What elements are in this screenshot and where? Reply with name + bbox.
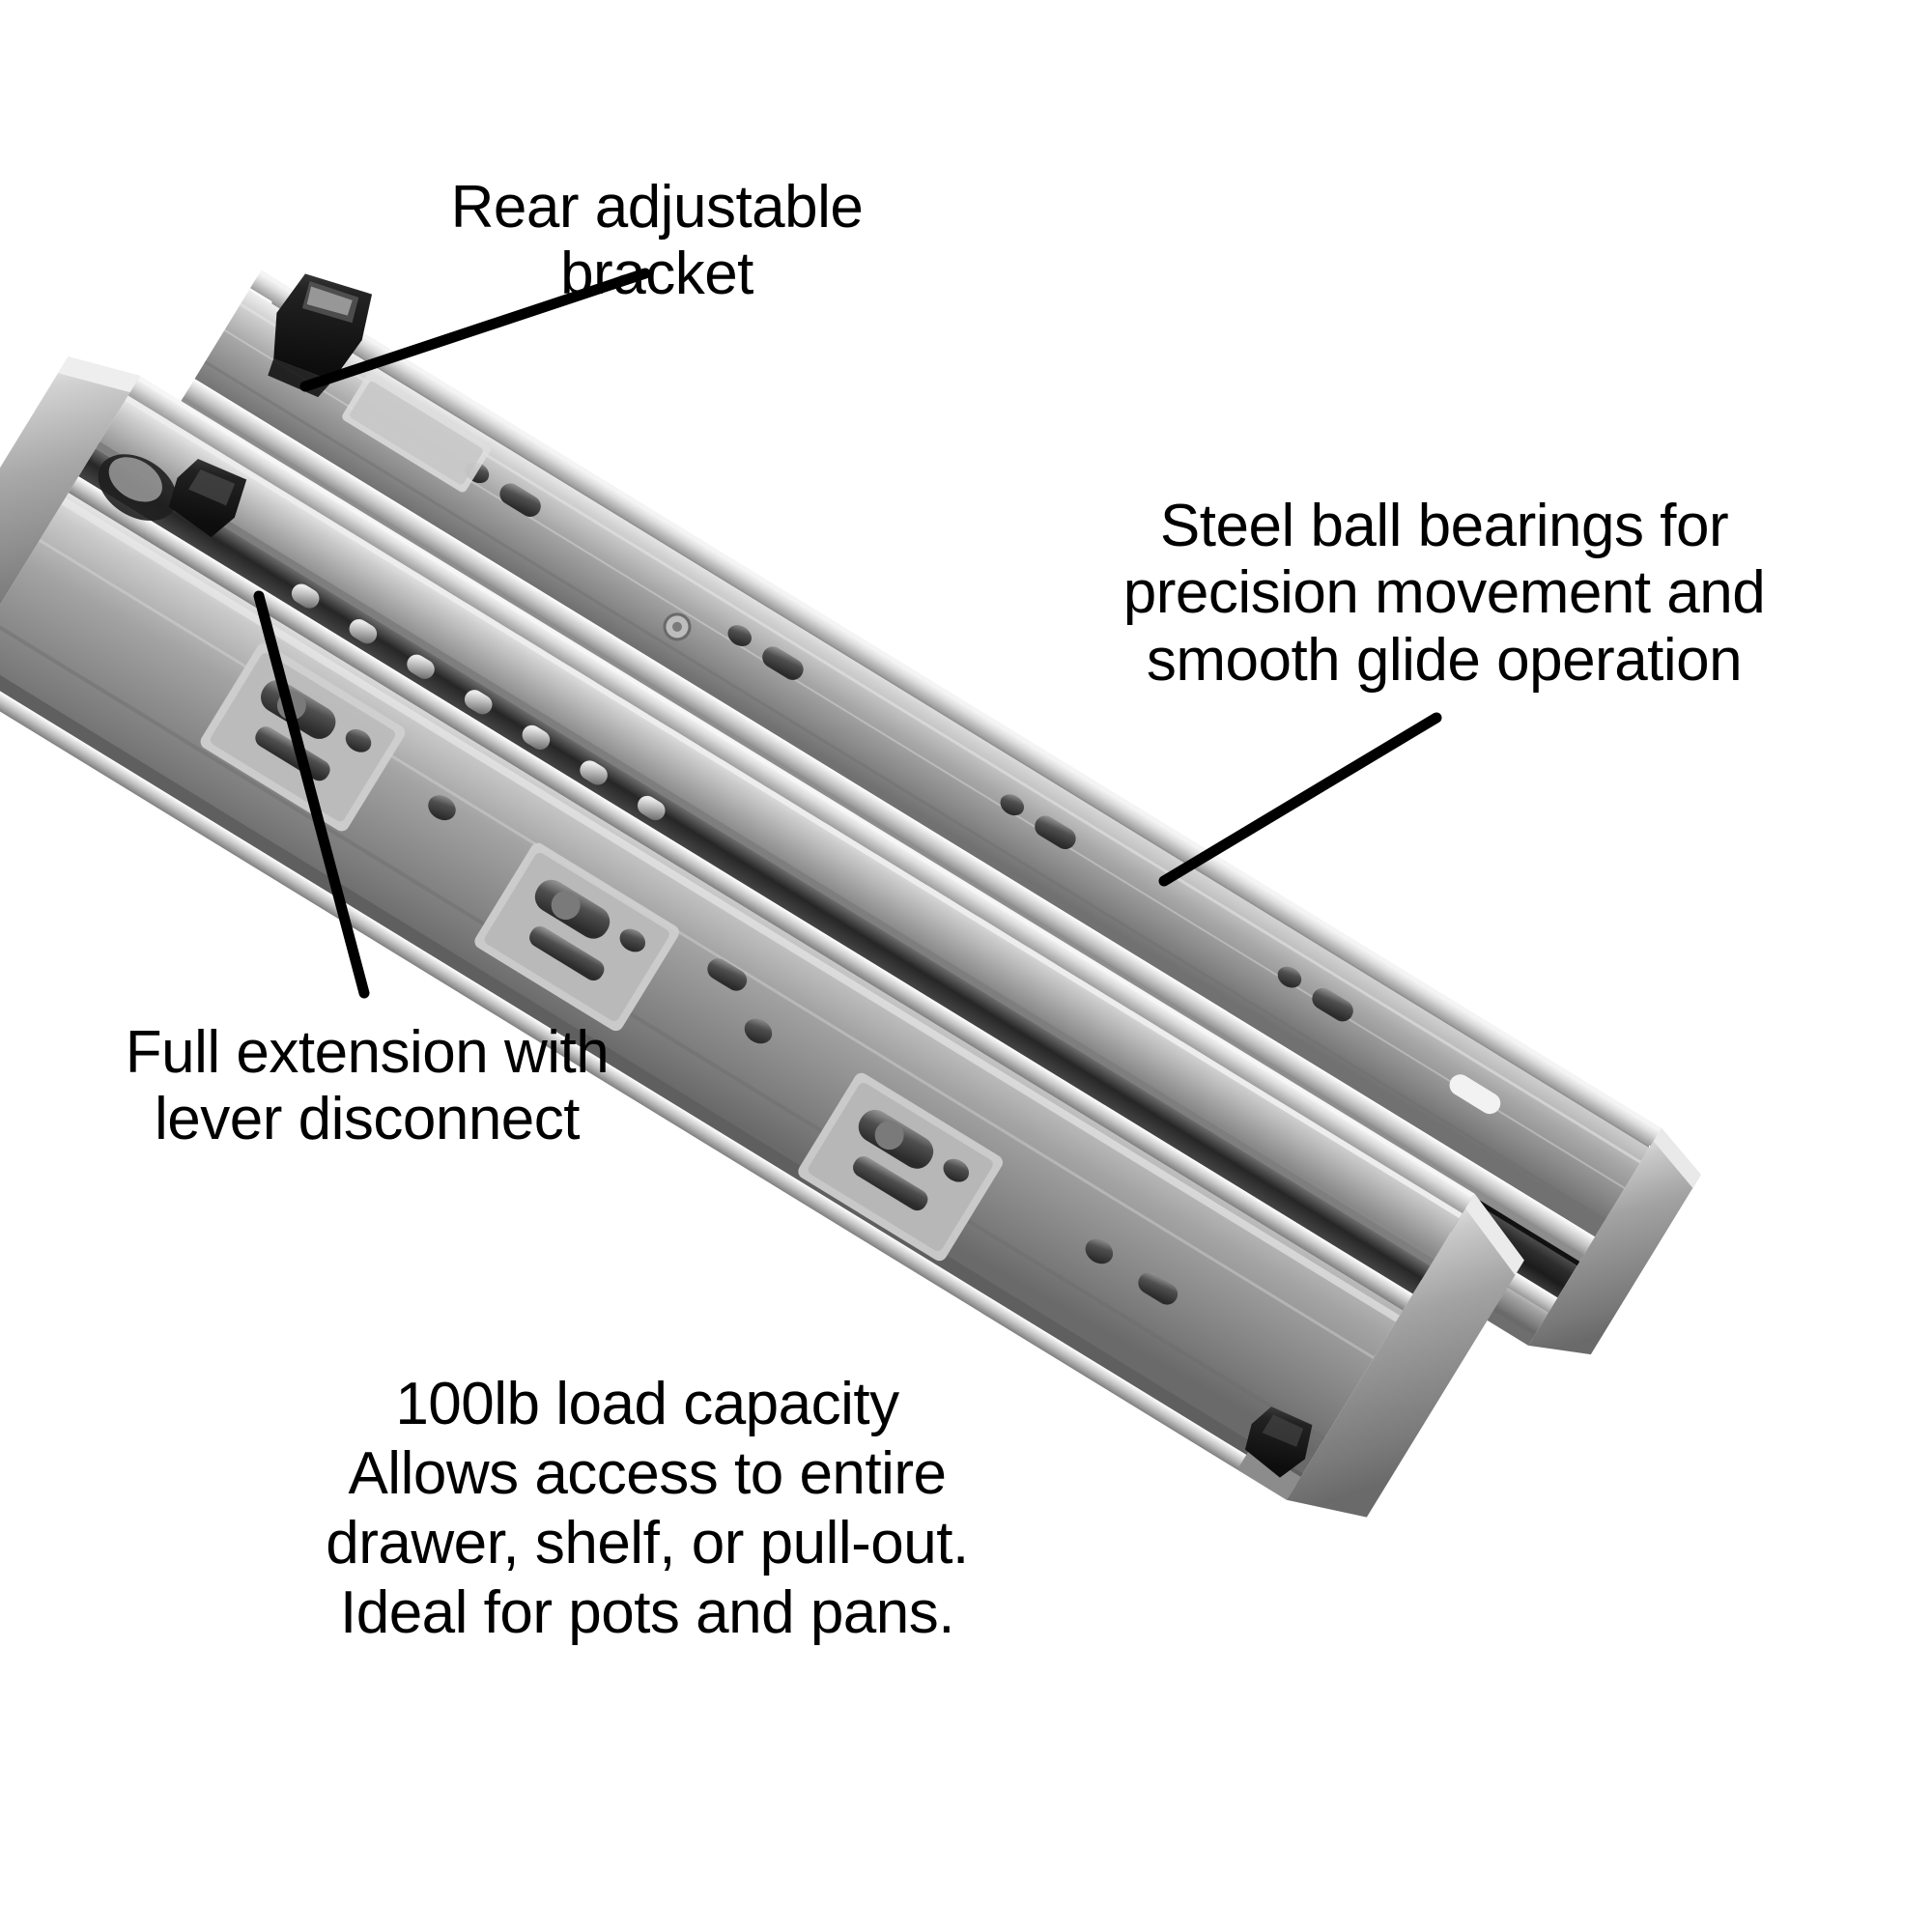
annotation-load-capacity: 100lb load capacity Allows access to ent… [326, 1371, 969, 1646]
lever-disconnect-tab [168, 459, 247, 538]
upper-slide-rail [128, 270, 1701, 1355]
annotation-steel-ball-bearings: Steel ball bearings for precision moveme… [1122, 493, 1766, 694]
rear-adjustable-bracket-clip [268, 273, 373, 398]
rear-lever-tab [1244, 1406, 1313, 1478]
annotation-full-extension: Full extension with lever disconnect [125, 1019, 610, 1153]
mounting-holes [200, 642, 1179, 1305]
leader-line-full-extension [253, 590, 370, 999]
annotation-rear-adjustable-bracket: Rear adjustable bracket [450, 174, 864, 308]
leader-line-ball-bearings [1158, 712, 1442, 887]
